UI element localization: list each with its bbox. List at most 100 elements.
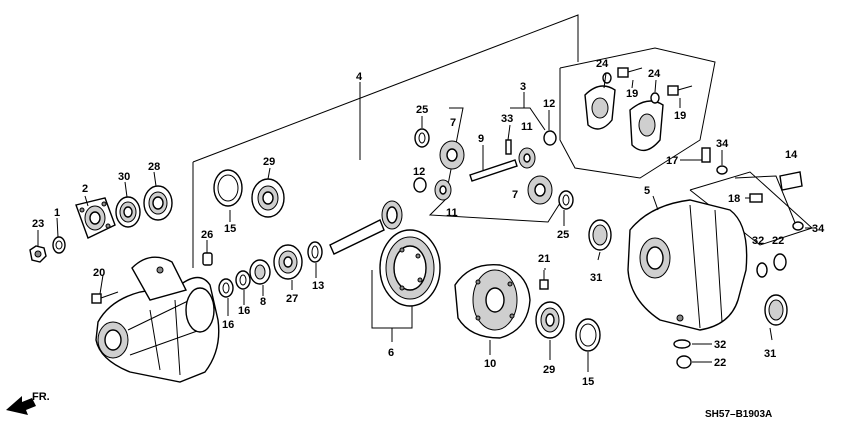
pin-26 <box>202 252 213 266</box>
callout-16-a: 16 <box>222 319 234 331</box>
callout-27: 27 <box>286 293 298 305</box>
direction-label: FR. <box>32 391 50 403</box>
callout-22-a: 22 <box>772 235 784 247</box>
callout-24-a: 24 <box>596 58 609 70</box>
carrier-cover-right <box>627 199 748 331</box>
callout-8: 8 <box>260 296 266 308</box>
washer-12-a <box>413 177 427 193</box>
diagram-code: SH57–B1903A <box>705 409 772 420</box>
callout-32-a: 32 <box>752 235 764 247</box>
callout-31-b: 31 <box>764 348 776 360</box>
thrust-washer-25-b <box>558 190 574 210</box>
spacer-8 <box>249 259 271 285</box>
callout-11-b: 11 <box>521 121 533 133</box>
callout-15-b: 15 <box>582 376 594 388</box>
bolt-20 <box>91 291 119 304</box>
callout-21: 21 <box>538 253 550 265</box>
bolt-19-a <box>617 67 643 78</box>
group-3-bracket <box>428 92 563 223</box>
washer-12-b <box>543 130 557 146</box>
clamp-34-b <box>792 221 804 231</box>
oil-seal-31-b <box>764 294 788 326</box>
pinion-gear-11-b <box>518 147 536 169</box>
callout-2: 2 <box>82 183 88 195</box>
breather-17 <box>701 147 711 163</box>
callout-15-a: 15 <box>224 223 236 235</box>
callout-19-b: 19 <box>674 110 686 122</box>
bearing-27 <box>273 244 303 280</box>
washer-24-b <box>650 92 660 104</box>
callout-25-a: 25 <box>416 104 428 116</box>
washer-16-b <box>235 270 251 290</box>
bearing-cap-box <box>559 47 716 179</box>
side-gear-7-b <box>527 175 553 205</box>
oil-seal-31-a <box>588 219 612 251</box>
callout-9: 9 <box>478 133 484 145</box>
ring-gear <box>379 229 441 307</box>
callout-30: 30 <box>118 171 130 183</box>
differential-carrier-left <box>95 256 220 383</box>
race-15-b <box>575 318 601 352</box>
callout-33: 33 <box>501 113 513 125</box>
companion-flange-2 <box>75 197 116 239</box>
clamp-34-a <box>716 165 728 175</box>
bolt-19-b <box>667 85 693 96</box>
callout-28: 28 <box>148 161 160 173</box>
washer-16-a <box>218 278 234 298</box>
plug-22-b <box>676 355 692 369</box>
label-14 <box>779 171 803 191</box>
callout-29-b: 29 <box>543 364 555 376</box>
pinion-shaft-9 <box>469 159 518 182</box>
pinion-shaft <box>329 200 403 255</box>
pin-33 <box>505 139 512 155</box>
callout-12-b: 12 <box>543 98 555 110</box>
callout-23: 23 <box>32 218 44 230</box>
callout-10: 10 <box>484 358 496 370</box>
leader-lines <box>37 72 815 372</box>
callout-14: 14 <box>785 149 798 161</box>
callout-1: 1 <box>54 207 60 219</box>
callout-16-b: 16 <box>238 305 250 317</box>
tube-35 <box>734 175 799 231</box>
callout-25-b: 25 <box>557 229 569 241</box>
callout-34-b: 34 <box>812 223 825 235</box>
callout-12-a: 12 <box>413 166 425 178</box>
callout-24-b: 24 <box>648 68 661 80</box>
washer-1 <box>52 236 66 254</box>
clip-18 <box>749 193 763 203</box>
washer-32-a <box>756 262 768 278</box>
callout-labels: 23 1 2 30 28 4 3 29 15 26 20 16 16 8 27 … <box>32 58 825 388</box>
nut-23 <box>29 245 47 263</box>
bearing-28 <box>143 185 173 221</box>
callout-13: 13 <box>312 280 324 292</box>
callout-29-a: 29 <box>263 156 275 168</box>
bolt-21 <box>539 270 549 290</box>
bearing-29 <box>251 178 285 218</box>
callout-34-a: 34 <box>716 138 729 150</box>
race-15 <box>213 169 243 207</box>
callout-3: 3 <box>520 81 526 93</box>
bearing-cap-b <box>629 100 664 152</box>
callout-4: 4 <box>356 71 363 83</box>
washer-32-b <box>673 339 691 349</box>
bearing-29-b <box>535 301 565 339</box>
bearing-cap-a <box>584 85 616 130</box>
callout-22-b: 22 <box>714 357 726 369</box>
spacer-13 <box>307 241 323 263</box>
callout-17: 17 <box>666 155 678 167</box>
callout-19-a: 19 <box>626 88 638 100</box>
callout-6: 6 <box>388 347 394 359</box>
callout-31-a: 31 <box>590 272 602 284</box>
side-gear-7-a <box>439 140 465 170</box>
callout-11-a: 11 <box>446 207 458 219</box>
differential-case <box>454 263 531 339</box>
group-4-bracket <box>192 14 579 268</box>
callout-26: 26 <box>201 229 213 241</box>
callout-32-b: 32 <box>714 339 726 351</box>
callout-18: 18 <box>728 193 740 205</box>
callout-7-a: 7 <box>450 117 456 129</box>
callout-7-b: 7 <box>512 189 518 201</box>
thrust-washer-25-a <box>414 128 430 148</box>
oil-seal-30 <box>115 196 141 228</box>
